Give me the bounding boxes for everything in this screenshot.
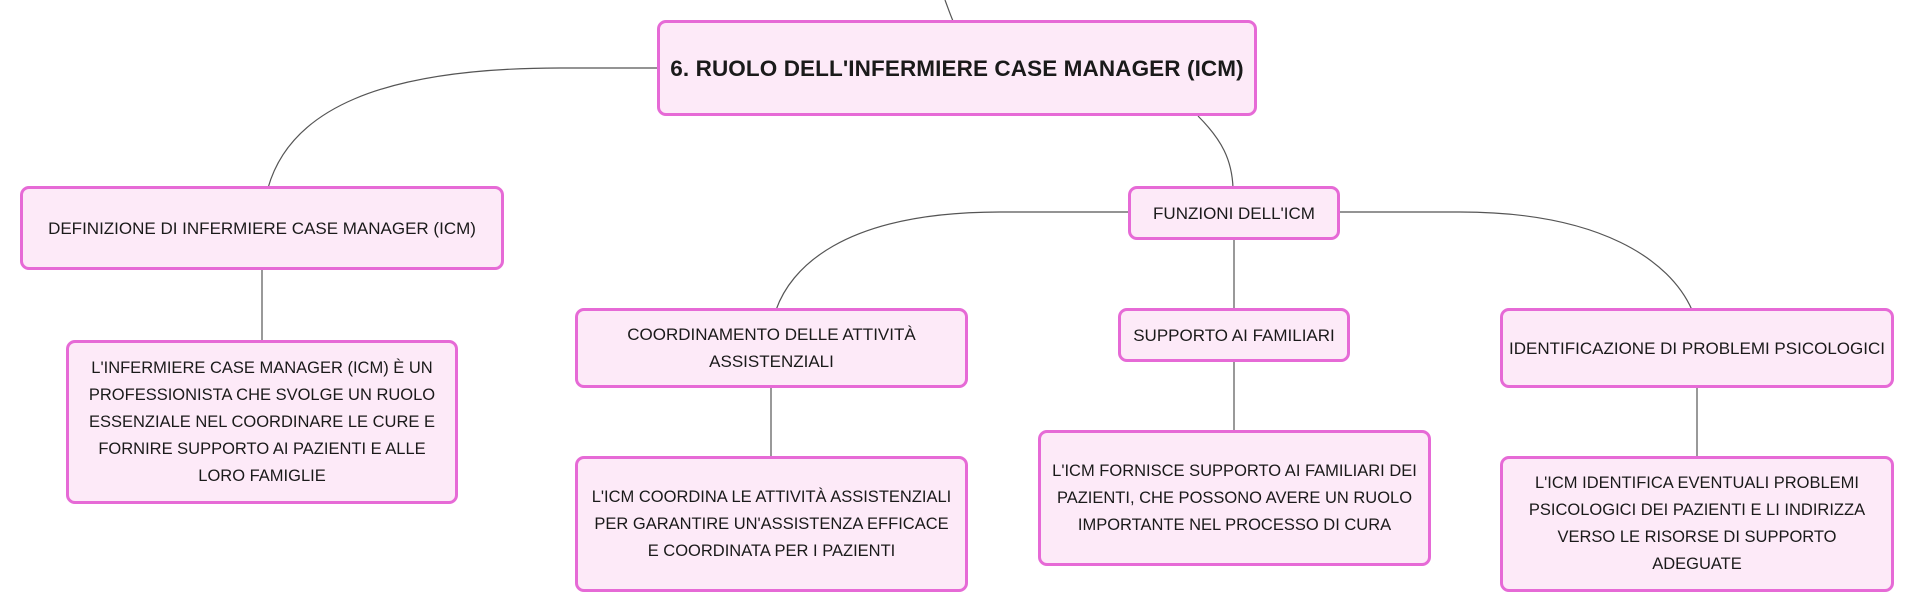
function-identificazione-detail-node[interactable]: L'ICM IDENTIFICA EVENTUALI PROBLEMI PSIC… — [1500, 456, 1894, 592]
functions-node[interactable]: FUNZIONI DELL'ICM — [1128, 186, 1340, 240]
function-coordinamento-label: COORDINAMENTO DELLE ATTIVITÀ ASSISTENZIA… — [627, 325, 916, 371]
function-identificazione-node[interactable]: IDENTIFICAZIONE DI PROBLEMI PSICOLOGICI — [1500, 308, 1894, 388]
function-coordinamento-detail-text: L'ICM COORDINA LE ATTIVITÀ ASSISTENZIALI… — [591, 487, 952, 560]
definition-detail-text: L'INFERMIERE CASE MANAGER (ICM) È UN PRO… — [88, 358, 436, 485]
function-supporto-detail-node[interactable]: L'ICM FORNISCE SUPPORTO AI FAMILIARI DEI… — [1038, 430, 1431, 566]
function-coordinamento-node[interactable]: COORDINAMENTO DELLE ATTIVITÀ ASSISTENZIA… — [575, 308, 968, 388]
function-coordinamento-detail-node[interactable]: L'ICM COORDINA LE ATTIVITÀ ASSISTENZIALI… — [575, 456, 968, 592]
root-node[interactable]: 6. RUOLO DELL'INFERMIERE CASE MANAGER (I… — [657, 20, 1257, 116]
root-node-label: 6. RUOLO DELL'INFERMIERE CASE MANAGER (I… — [670, 55, 1244, 81]
connector-offscreen-parent — [944, 0, 954, 22]
function-identificazione-label: IDENTIFICAZIONE DI PROBLEMI PSICOLOGICI — [1509, 338, 1885, 358]
definition-node[interactable]: DEFINIZIONE DI INFERMIERE CASE MANAGER (… — [20, 186, 504, 270]
function-supporto-node[interactable]: SUPPORTO AI FAMILIARI — [1118, 308, 1350, 362]
connector-functions-identificazione — [1340, 211, 1693, 311]
definition-detail-node[interactable]: L'INFERMIERE CASE MANAGER (ICM) È UN PRO… — [66, 340, 458, 504]
connector-root-definition — [267, 67, 657, 189]
connector-functions-coordinamento — [775, 211, 1128, 311]
functions-node-label: FUNZIONI DELL'ICM — [1153, 203, 1315, 223]
function-supporto-label: SUPPORTO AI FAMILIARI — [1133, 325, 1335, 345]
function-identificazione-detail-text: L'ICM IDENTIFICA EVENTUALI PROBLEMI PSIC… — [1528, 474, 1866, 573]
function-supporto-detail-text: L'ICM FORNISCE SUPPORTO AI FAMILIARI DEI… — [1052, 461, 1417, 534]
definition-node-label: DEFINIZIONE DI INFERMIERE CASE MANAGER (… — [48, 218, 476, 238]
connector-root-functions — [1197, 115, 1234, 189]
